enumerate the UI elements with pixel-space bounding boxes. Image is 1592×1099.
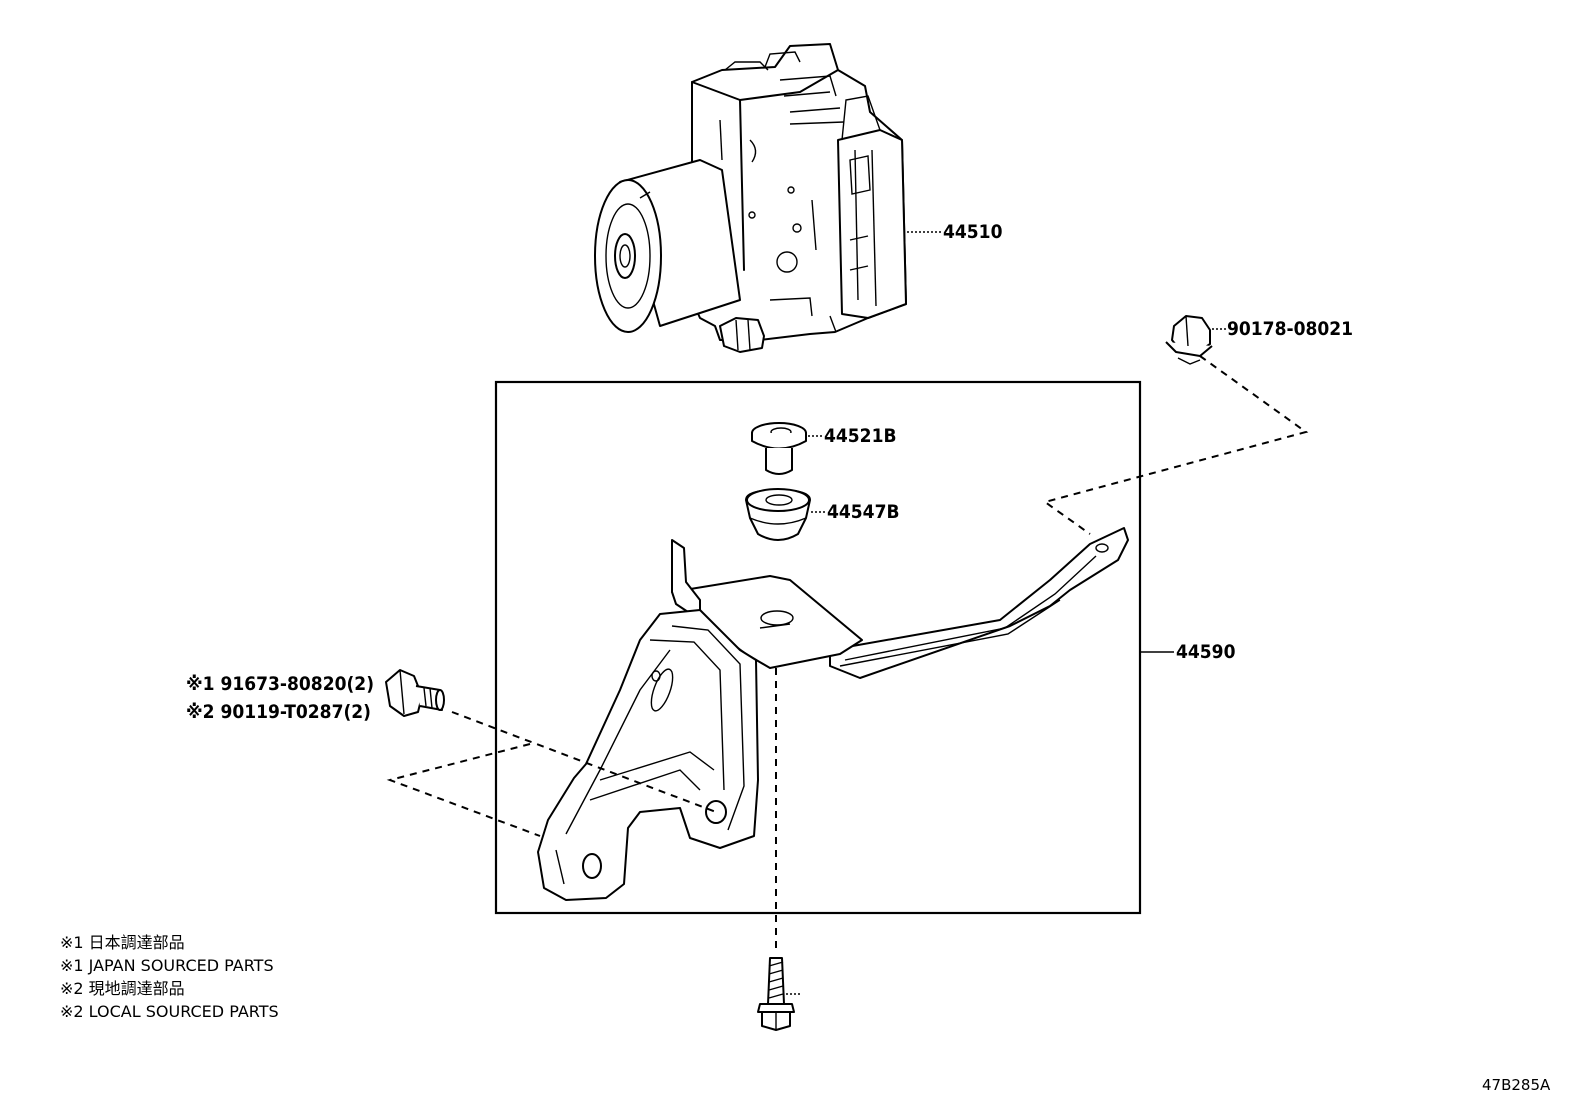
part-number-bracket: 44590	[1176, 641, 1236, 663]
cushion-illustration	[745, 488, 811, 541]
part-number-collar: 44521B	[824, 425, 897, 447]
nut-assembly-line	[1042, 355, 1309, 535]
bottom-bolt-illustration	[757, 957, 795, 1031]
part-number-nut: 90178-08021	[1227, 318, 1353, 340]
part-number-side-bolt-a: ※1 91673-80820(2)	[186, 673, 374, 695]
side-bolt-assembly-line-upper	[451, 711, 717, 813]
part-number-actuator: 44510	[943, 221, 1003, 243]
collar-illustration	[751, 422, 807, 475]
bracket-illustration	[537, 527, 1129, 901]
side-bolt-illustration	[385, 669, 445, 717]
nut-illustration	[1165, 315, 1213, 365]
note-2: ※1 JAPAN SOURCED PARTS	[60, 956, 274, 975]
note-4: ※2 LOCAL SOURCED PARTS	[60, 1002, 279, 1021]
part-number-side-bolt-b: ※2 90119-T0287(2)	[186, 701, 371, 723]
side-bolt-assembly-line-lower	[386, 743, 541, 837]
figure-code: 47B285A	[1482, 1076, 1551, 1094]
part-number-cushion: 44547B	[827, 501, 900, 523]
note-3: ※2 現地調達部品	[60, 979, 185, 998]
bracket-assembly-box	[494, 380, 1142, 915]
abs-actuator-illustration	[594, 43, 907, 353]
note-1: ※1 日本調達部品	[60, 933, 185, 952]
